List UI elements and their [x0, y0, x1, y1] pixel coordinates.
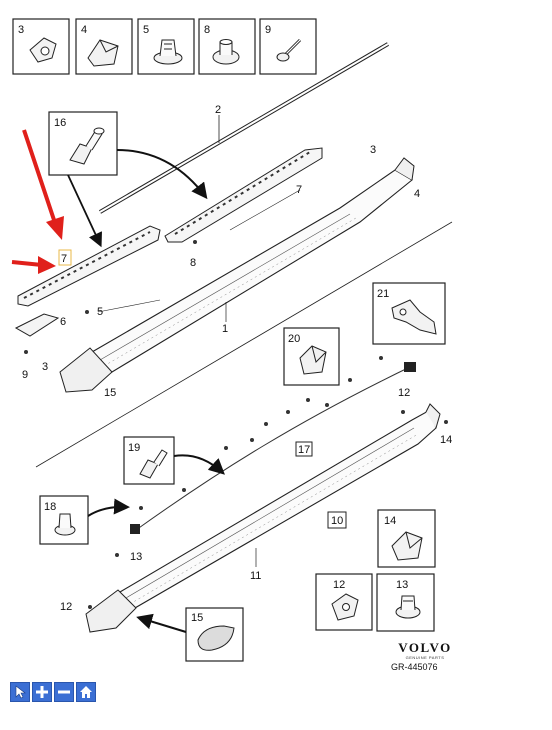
svg-text:14: 14	[440, 434, 452, 446]
svg-text:21: 21	[377, 288, 389, 300]
push-clip-8-icon	[212, 39, 240, 65]
cursor-icon	[15, 685, 26, 699]
detail-box-12[interactable]: 12	[315, 573, 373, 631]
svg-text:10: 10	[331, 515, 343, 527]
screw-9-icon	[276, 38, 302, 62]
detail-box-19[interactable]: 19	[123, 436, 175, 485]
svg-text:11: 11	[250, 570, 261, 582]
volvo-logo: VOLVO GENUINE PARTS	[390, 640, 460, 660]
svg-text:13: 13	[396, 579, 408, 591]
detail-box-18[interactable]: 18	[39, 495, 89, 545]
red-arrow-vertical	[22, 129, 64, 240]
svg-text:5: 5	[97, 306, 103, 318]
svg-text:15: 15	[191, 612, 203, 624]
svg-text:17: 17	[298, 444, 310, 456]
svg-text:7: 7	[61, 253, 67, 265]
figure-reference: GR-445076	[391, 662, 438, 672]
svg-text:7: 7	[296, 184, 302, 196]
part-box-5[interactable]: 5	[137, 18, 195, 75]
part-box-3[interactable]: 3	[12, 18, 70, 75]
svg-text:12: 12	[333, 579, 345, 591]
wiring-harness-17	[130, 362, 416, 534]
svg-text:19: 19	[128, 442, 140, 454]
home-icon	[80, 686, 92, 698]
svg-text:20: 20	[288, 333, 300, 345]
svg-text:18: 18	[44, 501, 56, 513]
svg-text:9: 9	[265, 24, 271, 36]
detail-box-13[interactable]: 13	[376, 573, 435, 632]
svg-text:16: 16	[54, 117, 66, 129]
brand-subtitle: GENUINE PARTS	[405, 655, 445, 660]
sill-cover-upper	[14, 147, 415, 393]
detail-box-14[interactable]: 14	[377, 509, 436, 568]
brand-name: VOLVO	[398, 640, 452, 655]
svg-text:4: 4	[414, 188, 420, 200]
svg-text:15: 15	[104, 387, 116, 399]
bracket-21-icon	[391, 299, 437, 335]
push-clip-13-icon	[395, 595, 421, 619]
detail-box-21[interactable]: 21	[372, 282, 446, 345]
svg-text:8: 8	[204, 24, 210, 36]
svg-text:3: 3	[18, 24, 24, 36]
clip-12-icon	[331, 593, 359, 621]
svg-text:8: 8	[190, 257, 196, 269]
clip-4-icon	[87, 39, 119, 67]
push-clip-18-icon	[54, 513, 76, 536]
svg-text:9: 9	[22, 369, 28, 381]
svg-text:3: 3	[370, 144, 376, 156]
plus-icon	[36, 686, 48, 698]
highlight-box-7[interactable]	[58, 249, 72, 266]
detail-box-16[interactable]: 16	[48, 111, 118, 176]
part-box-8[interactable]: 8	[198, 18, 256, 75]
svg-text:4: 4	[81, 24, 87, 36]
viewer-toolbar	[10, 682, 96, 702]
svg-text:14: 14	[384, 515, 396, 527]
moulding-strip-2	[98, 42, 390, 214]
svg-text:12: 12	[60, 601, 72, 613]
svg-text:13: 13	[130, 551, 142, 563]
svg-text:3: 3	[42, 361, 48, 373]
zoom-out-button[interactable]	[54, 682, 74, 702]
select-tool-button[interactable]	[10, 682, 30, 702]
push-clip-5-icon	[153, 39, 183, 65]
svg-text:2: 2	[215, 104, 221, 116]
home-button[interactable]	[76, 682, 96, 702]
svg-text:12: 12	[398, 387, 410, 399]
push-rivet-19-icon	[139, 449, 168, 479]
clip-3-icon	[29, 37, 57, 63]
svg-text:5: 5	[143, 24, 149, 36]
pad-15-icon	[197, 625, 235, 651]
minus-icon	[58, 690, 70, 694]
clip-20-icon	[299, 345, 327, 375]
section-divider	[35, 221, 453, 468]
svg-text:6: 6	[60, 316, 66, 328]
detail-box-20[interactable]: 20	[283, 327, 340, 386]
push-rivet-16-icon	[69, 127, 105, 165]
part-box-9[interactable]: 9	[259, 18, 317, 75]
svg-text:1: 1	[222, 323, 228, 335]
sill-cover-lower	[85, 403, 441, 633]
detail-box-15[interactable]: 15	[185, 607, 244, 662]
part-box-4[interactable]: 4	[75, 18, 133, 75]
zoom-in-button[interactable]	[32, 682, 52, 702]
red-arrow-horizontal	[11, 256, 56, 274]
clip-14-icon	[391, 531, 423, 561]
